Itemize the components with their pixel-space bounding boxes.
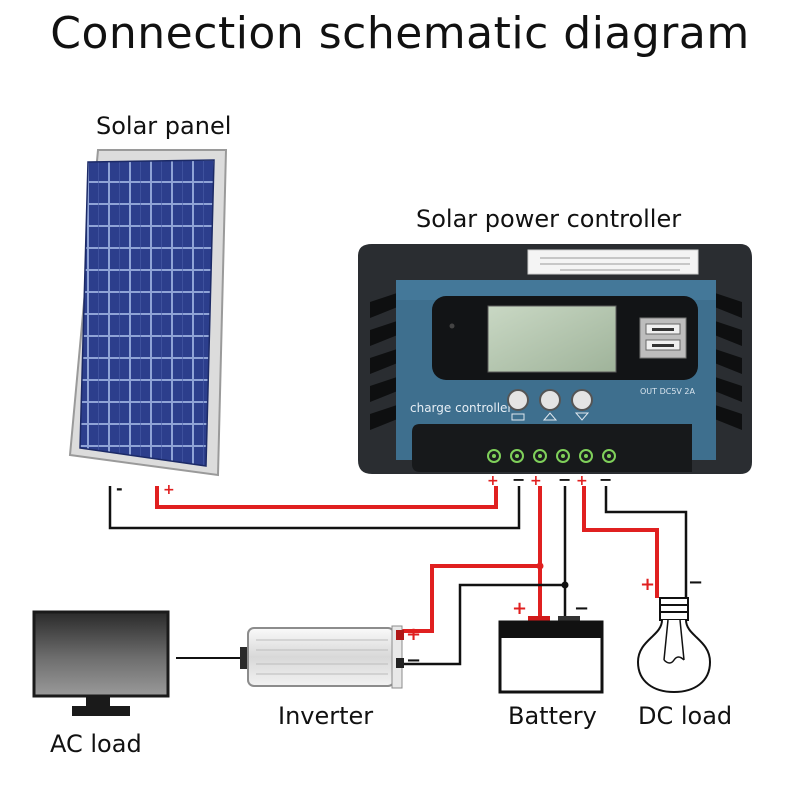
dc-load-negative-wire (604, 486, 688, 598)
dc-load-plus-mark: + (640, 574, 655, 595)
inverter-label: Inverter (278, 702, 374, 730)
usb-ports (639, 317, 687, 359)
dc-load-bulb (636, 597, 712, 694)
inverter-positive-wire (402, 564, 540, 633)
panel-negative-wire (108, 486, 521, 530)
ac-load-monitor (32, 610, 170, 716)
solar-panel (68, 149, 228, 477)
dc-load-minus-mark: − (688, 572, 703, 593)
battery-plus-mark: + (512, 598, 527, 619)
ctrl-bat-minus-mark: − (558, 470, 571, 489)
panel-minus-mark: - (116, 479, 123, 498)
inverter-plus-mark: + (406, 624, 421, 645)
terminal-block (487, 449, 616, 463)
up-button (539, 389, 561, 411)
dc-load-positive-wire (582, 486, 659, 598)
solar-panel-label: Solar panel (96, 112, 232, 140)
controller-label: Solar power controller (416, 205, 682, 233)
ac-load-label: AC load (50, 730, 142, 758)
ctrl-load-plus-mark: + (576, 473, 588, 489)
inverter-negative-wire (402, 583, 565, 666)
diagram-title: Connection schematic diagram (50, 8, 750, 59)
dc-load-label: DC load (638, 702, 733, 730)
ctrl-load-minus-mark: − (599, 470, 612, 489)
battery-minus-mark: − (574, 598, 589, 619)
ctrl-pv-plus-mark: + (487, 473, 499, 489)
inverter (240, 625, 404, 689)
lcd-screen (487, 305, 617, 373)
panel-positive-wire (155, 486, 498, 509)
down-button (571, 389, 593, 411)
controller-buttons (507, 389, 593, 421)
panel-plus-mark: + (163, 482, 175, 498)
ctrl-pv-minus-mark: − (512, 470, 525, 489)
battery-label: Battery (508, 702, 597, 730)
solar-power-controller: OUT DC5V 2A charge controller (358, 244, 752, 474)
usb-rating-text: OUT DC5V 2A (640, 387, 696, 396)
polarity-marks: - + + − + − + − + − + − + − (116, 470, 703, 671)
battery (498, 616, 604, 694)
wiring (108, 486, 688, 666)
menu-button (507, 389, 529, 411)
brand-text: charge controller (410, 401, 512, 415)
inverter-minus-mark: − (406, 650, 421, 671)
ctrl-bat-plus-mark: + (530, 473, 542, 489)
